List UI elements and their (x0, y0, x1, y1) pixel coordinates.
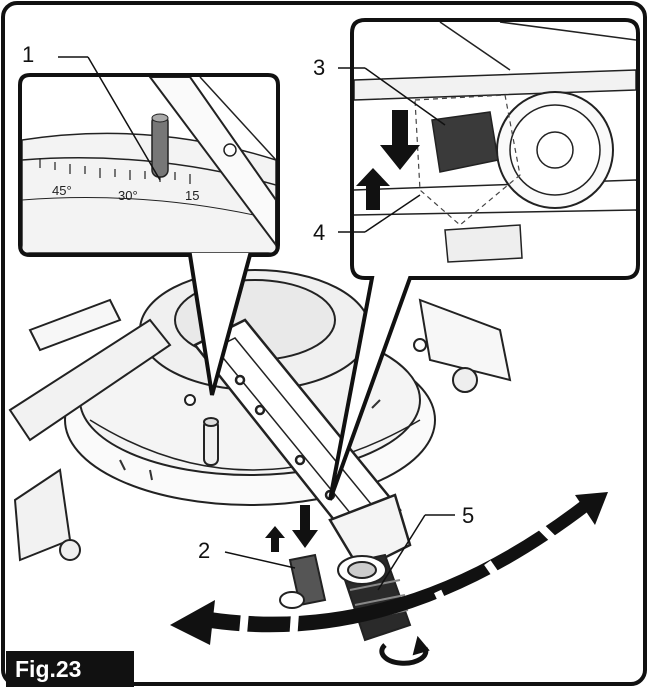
up-arrow-icon (265, 526, 285, 552)
leader-line-2 (224, 551, 296, 569)
callout-2: 2 (198, 538, 211, 563)
callout-1: 1 (22, 42, 35, 67)
figure-label: Fig.23 (6, 651, 134, 687)
leader-line-5b (377, 514, 426, 591)
lever-zoom-bubble (328, 18, 640, 501)
scale-zoom-bubble: 45° 30° 15 (18, 56, 280, 396)
turntable-arm (193, 318, 412, 572)
scale-label-30: 30° (118, 188, 138, 203)
pointer-pin (203, 417, 219, 466)
callout-4: 4 (313, 220, 326, 245)
callout-5: 5 (462, 503, 475, 528)
circular-arrow-icon (379, 635, 430, 666)
callout-3: 3 (313, 55, 326, 80)
down-arrow-icon (292, 505, 318, 548)
scale-label-45: 45° (52, 183, 72, 198)
scale-label-15: 15 (185, 188, 199, 203)
curved-double-arrow-icon (170, 492, 608, 645)
down-arrow-icon (380, 110, 420, 170)
lock-lever (279, 553, 327, 609)
up-arrow-icon (356, 168, 390, 210)
